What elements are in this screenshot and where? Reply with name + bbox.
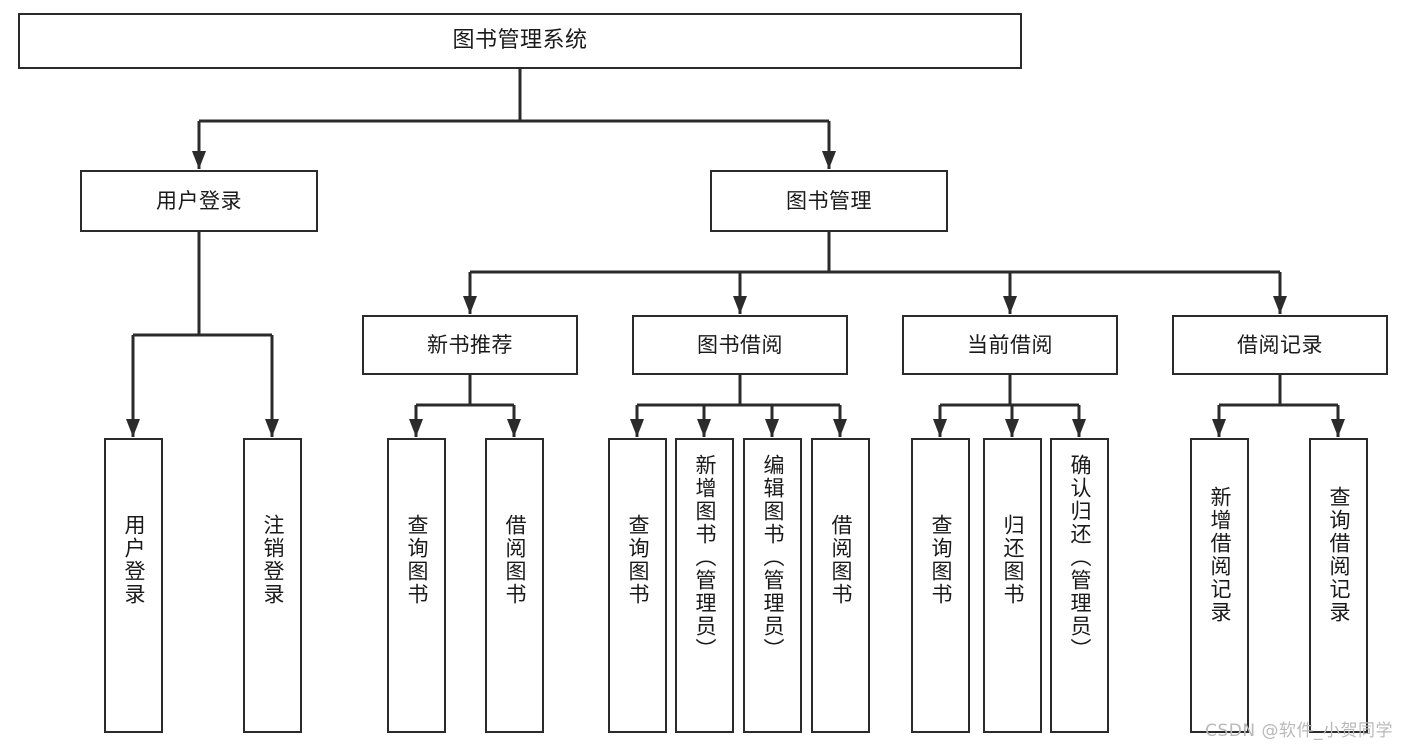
watermark-text: CSDN @软件_小贺同学 <box>1205 721 1393 741</box>
node-leaf-add-borrow-record[interactable]: 新增借阅记录 <box>1190 438 1249 733</box>
node-leaf-borrow-book-rec-label: 借阅图书 <box>503 514 527 606</box>
node-leaf-user-login-label: 用户登录 <box>122 514 146 606</box>
node-book-borrow-label: 图书借阅 <box>697 332 783 357</box>
node-leaf-logout-label: 注销登录 <box>261 514 285 606</box>
node-leaf-confirm-return-label: 确认归还（管理员） <box>1068 454 1092 661</box>
node-current-borrow[interactable]: 当前借阅 <box>902 315 1118 375</box>
node-leaf-query-book-rec-label: 查询图书 <box>405 514 429 606</box>
node-leaf-borrow-book[interactable]: 借阅图书 <box>811 438 870 733</box>
node-root[interactable]: 图书管理系统 <box>18 13 1022 69</box>
node-leaf-return-book[interactable]: 归还图书 <box>983 438 1042 733</box>
node-leaf-edit-book-label: 编辑图书（管理员） <box>761 454 785 661</box>
node-leaf-confirm-return[interactable]: 确认归还（管理员） <box>1050 438 1109 733</box>
node-borrow-record[interactable]: 借阅记录 <box>1172 315 1388 375</box>
node-leaf-borrow-book-label: 借阅图书 <box>829 514 853 606</box>
node-leaf-query-borrow-record[interactable]: 查询借阅记录 <box>1309 438 1368 733</box>
node-book-manage-label: 图书管理 <box>786 188 872 213</box>
node-new-book-rec-label: 新书推荐 <box>427 332 513 357</box>
node-leaf-logout[interactable]: 注销登录 <box>243 438 302 733</box>
node-leaf-query-book-borrow-label: 查询图书 <box>626 514 650 606</box>
node-book-manage[interactable]: 图书管理 <box>710 170 948 232</box>
node-root-label: 图书管理系统 <box>452 28 588 54</box>
node-leaf-query-borrow-record-label: 查询借阅记录 <box>1327 486 1351 624</box>
node-user-login-label: 用户登录 <box>156 188 242 213</box>
node-new-book-rec[interactable]: 新书推荐 <box>362 315 578 375</box>
node-current-borrow-label: 当前借阅 <box>967 332 1053 357</box>
node-user-login[interactable]: 用户登录 <box>80 170 318 232</box>
node-leaf-add-book-label: 新增图书（管理员） <box>693 454 717 661</box>
node-leaf-add-borrow-record-label: 新增借阅记录 <box>1208 486 1232 624</box>
node-leaf-return-book-label: 归还图书 <box>1001 514 1025 606</box>
node-leaf-add-book[interactable]: 新增图书（管理员） <box>675 438 734 733</box>
node-leaf-user-login[interactable]: 用户登录 <box>104 438 163 733</box>
node-leaf-query-book-rec[interactable]: 查询图书 <box>387 438 446 733</box>
node-leaf-edit-book[interactable]: 编辑图书（管理员） <box>743 438 802 733</box>
node-leaf-borrow-book-rec[interactable]: 借阅图书 <box>485 438 544 733</box>
node-leaf-query-book-current-label: 查询图书 <box>929 514 953 606</box>
node-leaf-query-book-current[interactable]: 查询图书 <box>911 438 970 733</box>
node-leaf-query-book-borrow[interactable]: 查询图书 <box>608 438 667 733</box>
node-borrow-record-label: 借阅记录 <box>1237 332 1323 357</box>
node-book-borrow[interactable]: 图书借阅 <box>632 315 848 375</box>
